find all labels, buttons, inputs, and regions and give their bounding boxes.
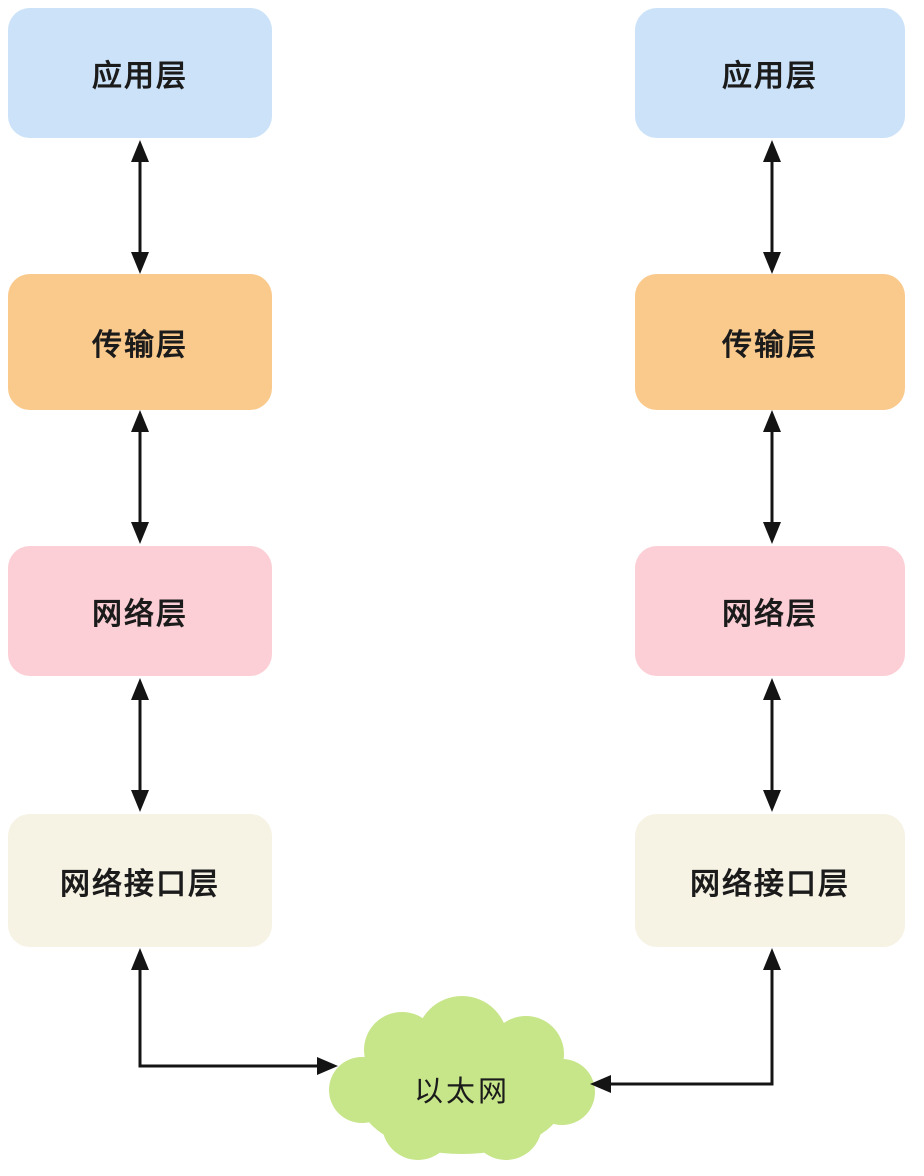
layer-box-transport-right: 传输层 xyxy=(635,274,905,410)
arrowheads-ethernet-right xyxy=(590,948,781,1093)
arrowheads-app-transport-left xyxy=(131,140,149,274)
layer-label: 网络层 xyxy=(722,598,818,631)
arrowheads-transport-network-left xyxy=(131,410,149,544)
layer-box-network-right: 网络层 xyxy=(635,546,905,676)
layer-label: 应用层 xyxy=(722,60,818,93)
layer-label: 网络接口层 xyxy=(690,867,850,901)
arrowheads-ethernet-left xyxy=(131,948,338,1075)
arrowheads-network-interface-right xyxy=(763,678,781,812)
layer-box-network-left: 网络层 xyxy=(8,546,272,676)
layer-box-transport-left: 传输层 xyxy=(8,274,272,410)
ethernet-label: 以太网 xyxy=(413,1076,510,1108)
layer-label: 应用层 xyxy=(92,60,188,93)
arrowheads-network-interface-left xyxy=(131,678,149,812)
layer-box-network-interface-right: 网络接口层 xyxy=(635,814,905,947)
connector-interface-ethernet-left xyxy=(138,966,322,1068)
layer-label: 传输层 xyxy=(722,329,818,362)
layer-box-application-right: 应用层 xyxy=(635,8,905,138)
layer-label: 网络层 xyxy=(92,598,188,631)
connector-interface-ethernet-right xyxy=(608,966,774,1086)
arrowheads-app-transport-right xyxy=(763,140,781,274)
layer-box-network-interface-left: 网络接口层 xyxy=(8,814,272,947)
layer-label: 传输层 xyxy=(92,329,188,362)
layer-box-application-left: 应用层 xyxy=(8,8,272,138)
arrowheads-transport-network-right xyxy=(763,410,781,544)
layer-label: 网络接口层 xyxy=(60,867,220,901)
